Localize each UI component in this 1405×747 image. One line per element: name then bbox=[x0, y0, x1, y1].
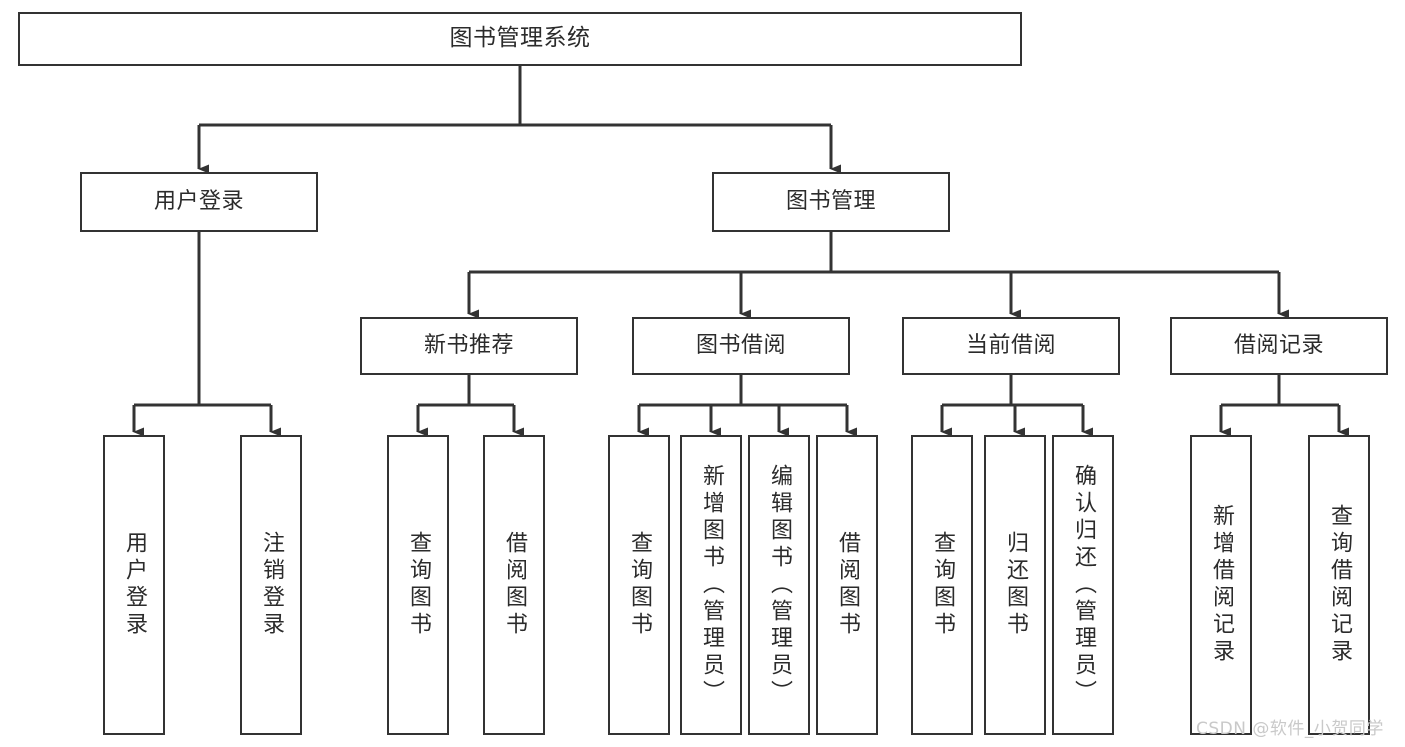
node-label-newbook: 新书推荐 bbox=[423, 333, 514, 359]
node-leaf-rc-query[interactable]: 查询借阅记录 bbox=[1308, 435, 1370, 735]
node-label-leaf-login: 用户登录 bbox=[122, 531, 147, 639]
node-label-leaf-rc-add: 新增借阅记录 bbox=[1209, 504, 1234, 666]
node-label-leaf-cu-confirm: 确认归还（管理员） bbox=[1071, 463, 1096, 707]
node-label-leaf-nb-borrow: 借阅图书 bbox=[502, 531, 527, 639]
node-leaf-bw-add[interactable]: 新增图书（管理员） bbox=[680, 435, 742, 735]
node-borrow[interactable]: 图书借阅 bbox=[632, 317, 850, 375]
node-leaf-logout[interactable]: 注销登录 bbox=[240, 435, 302, 735]
node-leaf-login[interactable]: 用户登录 bbox=[103, 435, 165, 735]
node-leaf-cu-return[interactable]: 归还图书 bbox=[984, 435, 1046, 735]
node-leaf-nb-borrow[interactable]: 借阅图书 bbox=[483, 435, 545, 735]
node-root[interactable]: 图书管理系统 bbox=[18, 12, 1022, 66]
node-leaf-bw-query[interactable]: 查询图书 bbox=[608, 435, 670, 735]
node-label-leaf-bw-query: 查询图书 bbox=[627, 531, 652, 639]
node-label-login: 用户登录 bbox=[153, 189, 244, 215]
node-leaf-nb-query[interactable]: 查询图书 bbox=[387, 435, 449, 735]
node-label-bookmgmt: 图书管理 bbox=[785, 189, 876, 215]
node-label-leaf-cu-return: 归还图书 bbox=[1003, 531, 1028, 639]
node-current[interactable]: 当前借阅 bbox=[902, 317, 1120, 375]
node-label-leaf-cu-query: 查询图书 bbox=[930, 531, 955, 639]
edges-group bbox=[132, 66, 1349, 437]
node-label-current: 当前借阅 bbox=[965, 333, 1056, 359]
node-leaf-rc-add[interactable]: 新增借阅记录 bbox=[1190, 435, 1252, 735]
node-leaf-cu-confirm[interactable]: 确认归还（管理员） bbox=[1052, 435, 1114, 735]
node-label-leaf-nb-query: 查询图书 bbox=[406, 531, 431, 639]
node-label-borrow: 图书借阅 bbox=[695, 333, 786, 359]
node-newbook[interactable]: 新书推荐 bbox=[360, 317, 578, 375]
node-label-leaf-bw-borrow: 借阅图书 bbox=[835, 531, 860, 639]
node-label-root: 图书管理系统 bbox=[449, 25, 591, 52]
node-label-leaf-rc-query: 查询借阅记录 bbox=[1327, 504, 1352, 666]
node-label-leaf-bw-add: 新增图书（管理员） bbox=[699, 463, 724, 707]
node-leaf-bw-borrow[interactable]: 借阅图书 bbox=[816, 435, 878, 735]
node-leaf-bw-edit[interactable]: 编辑图书（管理员） bbox=[748, 435, 810, 735]
node-login[interactable]: 用户登录 bbox=[80, 172, 318, 232]
node-records[interactable]: 借阅记录 bbox=[1170, 317, 1388, 375]
node-bookmgmt[interactable]: 图书管理 bbox=[712, 172, 950, 232]
node-label-records: 借阅记录 bbox=[1233, 333, 1324, 359]
node-leaf-cu-query[interactable]: 查询图书 bbox=[911, 435, 973, 735]
node-label-leaf-bw-edit: 编辑图书（管理员） bbox=[767, 463, 792, 707]
node-label-leaf-logout: 注销登录 bbox=[259, 531, 284, 639]
